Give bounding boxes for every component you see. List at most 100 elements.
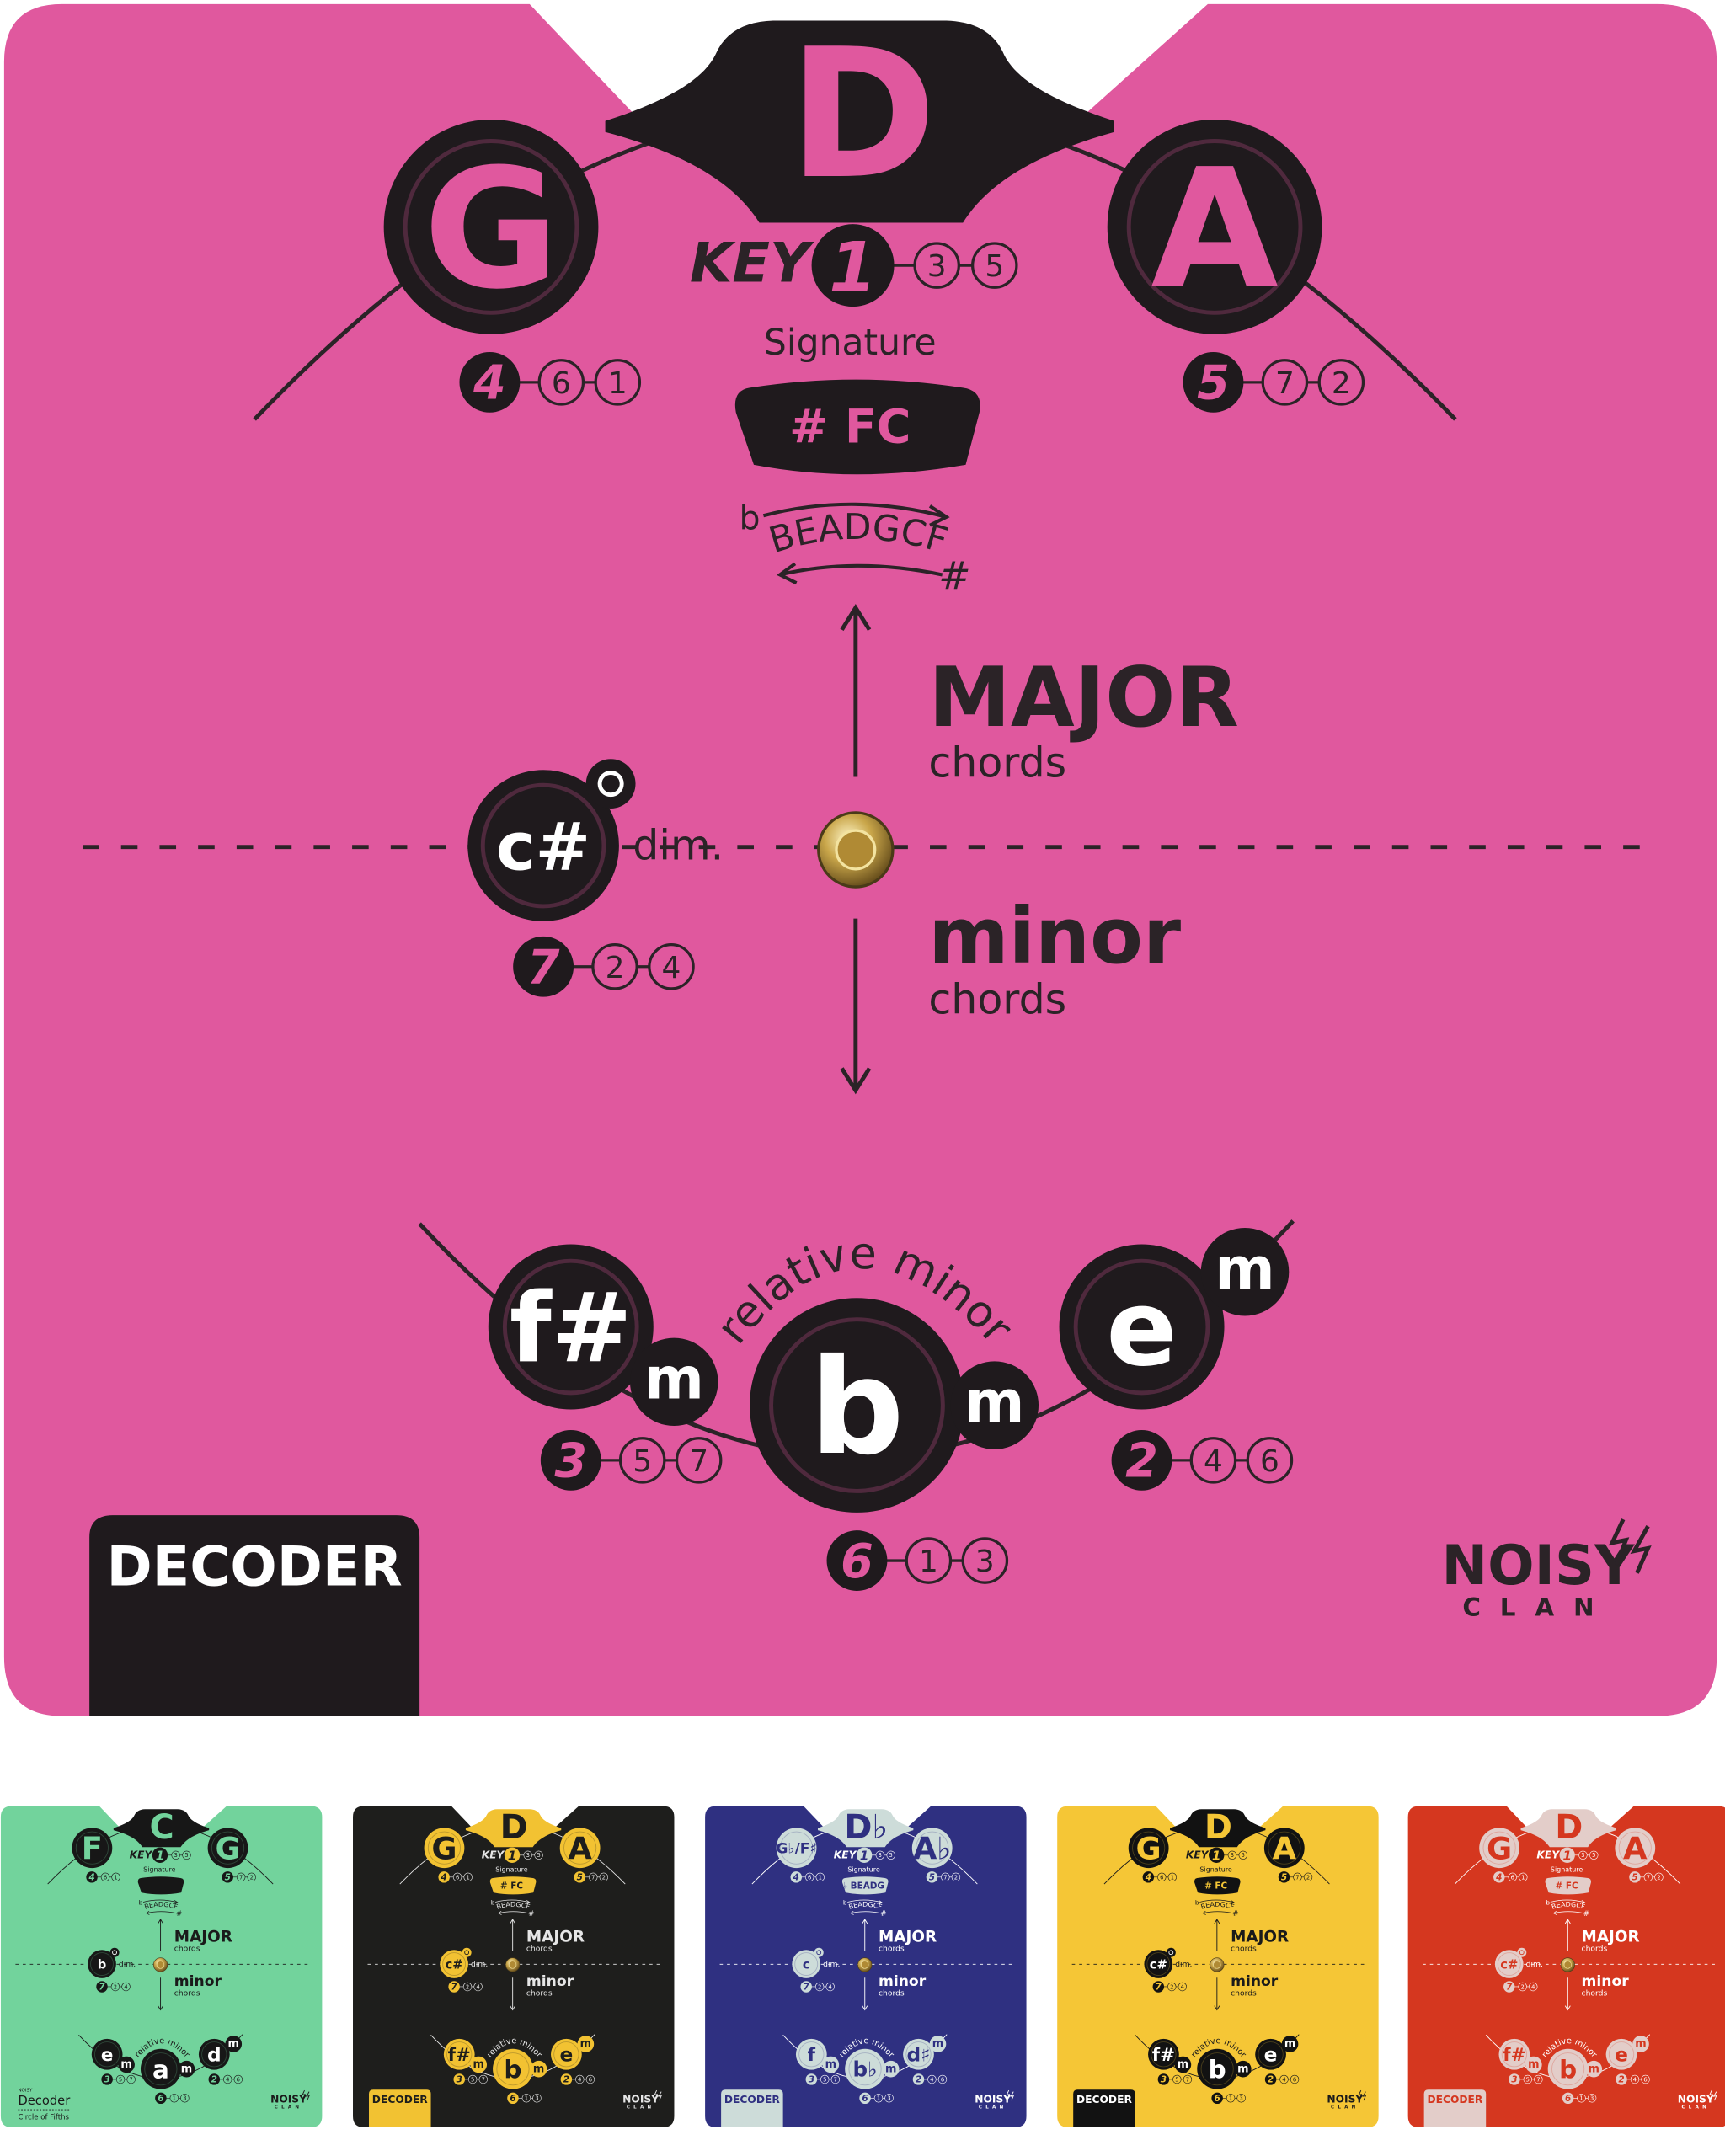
- degree-secondary-number: 6: [456, 1874, 459, 1881]
- fifth-chord-circle-label: A: [568, 1830, 592, 1866]
- key-label: KEY: [130, 1849, 153, 1860]
- minor-left-circle: f: [795, 2038, 827, 2070]
- key-degree-number: 3: [927, 249, 947, 284]
- degree-primary-badge: [86, 1871, 98, 1883]
- degree-primary-number: 6: [1215, 2094, 1220, 2104]
- degree-secondary-number: 2: [1306, 1874, 1310, 1881]
- degree-primary-badge: [1503, 1981, 1515, 1993]
- degree-secondary-number: 4: [930, 2076, 933, 2083]
- diminished-chord-circle: c: [792, 1950, 821, 1978]
- diminished-symbol: [1166, 1947, 1176, 1957]
- key-degree-number: 3: [1231, 1852, 1234, 1859]
- dim-label: dim.: [1175, 1960, 1192, 1969]
- scale-order-text: BEADGCF: [848, 1901, 884, 1911]
- flat-symbol: b: [139, 1899, 143, 1907]
- relative-minor-circle-label: b♭: [853, 2057, 878, 2082]
- minor-right-circle: e: [1255, 2038, 1286, 2070]
- flat-symbol: b: [1195, 1899, 1199, 1907]
- degree-secondary-number: 1: [114, 1874, 117, 1881]
- degree-primary-number: 6: [158, 2094, 163, 2104]
- degree-secondary-number: 3: [1240, 2095, 1243, 2102]
- signature-label: Signature: [495, 1866, 527, 1874]
- arrow-right-icon: [495, 1899, 531, 1905]
- arrow-down-icon: [840, 918, 872, 1095]
- degree-primary-number: 7: [99, 1983, 105, 1993]
- minor-sub-label: chords: [1582, 1988, 1608, 1998]
- dim-label: dim.: [1526, 1960, 1543, 1969]
- minor-center-suffix-circle: m: [1585, 2060, 1603, 2078]
- degree-primary-number: 2: [1268, 2075, 1274, 2085]
- major-label: MAJOR: [928, 650, 1239, 746]
- minor-left-circle-label: f#: [1503, 2045, 1525, 2066]
- diminished-chord-circle: c#: [467, 770, 619, 921]
- minor-suffix: m: [964, 1369, 1024, 1436]
- brand-logo-top: NOISY: [1678, 2094, 1714, 2105]
- degree-primary-badge: [574, 1871, 586, 1883]
- relative-minor-circle: b♭: [845, 2048, 885, 2089]
- degree-primary-badge: [208, 2073, 221, 2085]
- degree-primary-badge: [448, 1981, 460, 1993]
- minor-right-circle-label: e: [1264, 2044, 1278, 2067]
- minor-right-circle: e: [1605, 2038, 1637, 2070]
- degree-secondary-number: 7: [1295, 1874, 1299, 1881]
- key-root-badge: [1559, 1847, 1575, 1863]
- signature-label: Signature: [143, 1866, 175, 1874]
- key-root-number: 1: [508, 1849, 517, 1864]
- degree-secondary-number: 4: [662, 951, 681, 985]
- sharp-symbol: #: [528, 1910, 534, 1919]
- degree-primary-number: 3: [457, 2075, 462, 2085]
- key-window-tab: [1520, 1809, 1616, 1848]
- flat-symbol: b: [843, 1899, 847, 1907]
- degree-primary-badge: [1562, 2092, 1574, 2105]
- key-degree-number: 5: [537, 1852, 540, 1859]
- diminished-symbol: [814, 1947, 824, 1957]
- minor-label: minor: [879, 1973, 927, 1990]
- signature-window: [841, 1876, 889, 1895]
- degree-secondary-number: 6: [1160, 1874, 1163, 1881]
- fifth-chord-circle-label: A♭: [913, 1830, 952, 1866]
- degree-secondary-number: 6: [1643, 2076, 1647, 2083]
- key-degree-number: 5: [184, 1852, 188, 1859]
- arrow-left-icon: [777, 562, 943, 585]
- fourth-chord-circle: G: [1128, 1828, 1169, 1869]
- degree-primary-number: 3: [554, 1434, 587, 1489]
- brand-logo-bottom: CLAN: [627, 2105, 655, 2111]
- lightning-bolt-icon: [302, 2089, 310, 2101]
- degree-secondary-number: 7: [689, 1444, 708, 1479]
- degree-secondary-number: 4: [829, 1983, 832, 1990]
- key-root-badge: [811, 224, 895, 307]
- minor-sub-label: chords: [1231, 1988, 1257, 1998]
- degree-primary-number: 3: [1161, 2075, 1167, 2085]
- scale-order-text: BEADGCF: [143, 1901, 179, 1911]
- signature-label: Signature: [847, 1866, 879, 1874]
- degree-primary-badge: [540, 1429, 601, 1491]
- degree-secondary-number: 7: [591, 1874, 595, 1881]
- brand-logo-bottom: CLAN: [1681, 2105, 1710, 2111]
- minor-suffix: m: [1178, 2058, 1188, 2071]
- key-root-badge: [152, 1847, 168, 1863]
- decoder-label: DECODER: [372, 2094, 428, 2105]
- minor-suffix: m: [932, 2038, 943, 2051]
- fourth-chord-circle-label: G: [431, 1830, 457, 1866]
- key-degree-number: 3: [526, 1852, 530, 1859]
- degree-primary-number: 6: [841, 1534, 873, 1589]
- degree-secondary-number: 5: [1175, 2076, 1178, 2083]
- minor-left-suffix-circle: m: [629, 1337, 718, 1427]
- arrow-down-icon: [1564, 1977, 1571, 2011]
- degree-primary-number: 5: [1197, 356, 1230, 411]
- degree-primary-badge: [790, 1871, 802, 1883]
